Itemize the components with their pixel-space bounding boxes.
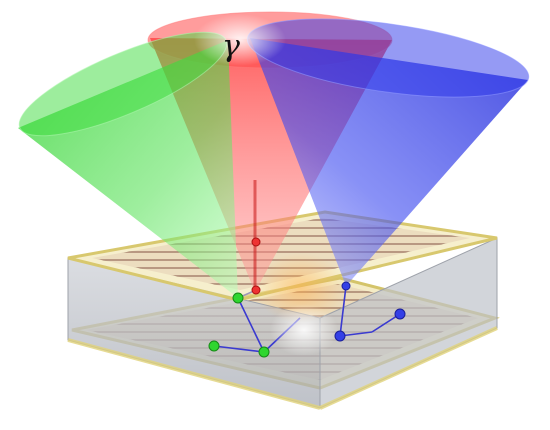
orange-glow — [255, 253, 345, 323]
blue-cone — [246, 18, 530, 286]
green-cone — [18, 31, 238, 298]
red-hit-lower — [251, 285, 261, 295]
white-glow — [270, 304, 338, 356]
blue-hit-right — [394, 308, 406, 320]
red-hit-top — [251, 237, 261, 247]
green-hit-top — [232, 292, 244, 304]
hit-points — [208, 237, 406, 358]
overlap-highlight — [194, 14, 286, 66]
blue-hit-middle — [334, 330, 346, 342]
green-hit-left — [208, 340, 220, 352]
gamma-label: γ — [222, 29, 240, 64]
green-hit-middle — [258, 346, 270, 358]
blue-hit-top — [341, 281, 351, 291]
